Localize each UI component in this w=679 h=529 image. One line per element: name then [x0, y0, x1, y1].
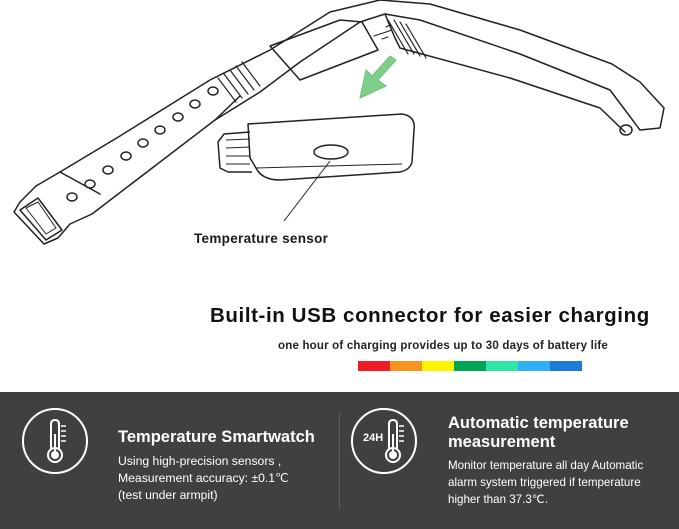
band-grip-lines [217, 19, 427, 103]
color-bar-segment [486, 361, 518, 371]
color-bar-segment [550, 361, 582, 371]
usb-plug [217, 131, 252, 173]
band-holes [66, 86, 219, 202]
band-inner-edge [59, 13, 626, 195]
feature-line: Measurement accuracy: ±0.1℃ [118, 471, 289, 485]
color-bar-segment [454, 361, 486, 371]
color-bar-segment [518, 361, 550, 371]
sensor-leader-line [283, 160, 331, 222]
headline: Built-in USB connector for easier chargi… [210, 304, 650, 327]
panel-divider [339, 412, 340, 510]
feature-line: alarm system triggered if temperature [448, 476, 641, 489]
feature-panel: Temperature Smartwatch Using high-precis… [0, 392, 679, 529]
sensor-module [247, 113, 415, 181]
thermometer-24h-icon: 24H [351, 408, 417, 474]
usb-symbol-icon [373, 24, 393, 40]
sensor-slot [269, 19, 379, 81]
subline: one hour of charging provides up to 30 d… [278, 340, 609, 352]
24h-badge: 24H [363, 432, 384, 444]
product-illustration [13, 0, 665, 245]
feature-title-line: Automatic temperature [448, 414, 629, 432]
color-bar-segment [422, 361, 454, 371]
feature-description-1: Using high-precision sensors , Measureme… [118, 453, 289, 504]
feature-line: higher than 37.3℃. [448, 493, 549, 506]
feature-title-line: measurement [448, 433, 556, 451]
color-bar-segment [390, 361, 422, 371]
color-bar-segment [358, 361, 390, 371]
band-buckle [19, 197, 63, 241]
thermometer-icon [22, 408, 88, 474]
temperature-sensor-window [313, 144, 349, 160]
feature-line: Monitor temperature all day Automatic [448, 459, 644, 472]
feature-description-2: Monitor temperature all day Automatic al… [448, 457, 643, 508]
temperature-sensor-label: Temperature sensor [194, 231, 329, 246]
feature-line: Using high-precision sensors , [118, 454, 282, 468]
feature-line: (test under armpit) [118, 488, 218, 502]
feature-title-temperature-smartwatch: Temperature Smartwatch [118, 428, 315, 446]
insert-arrow-icon [359, 55, 397, 99]
band-outline [13, 0, 665, 245]
feature-title-automatic-temperature: Automatic temperature measurement [448, 414, 629, 452]
battery-color-bar [358, 361, 582, 371]
